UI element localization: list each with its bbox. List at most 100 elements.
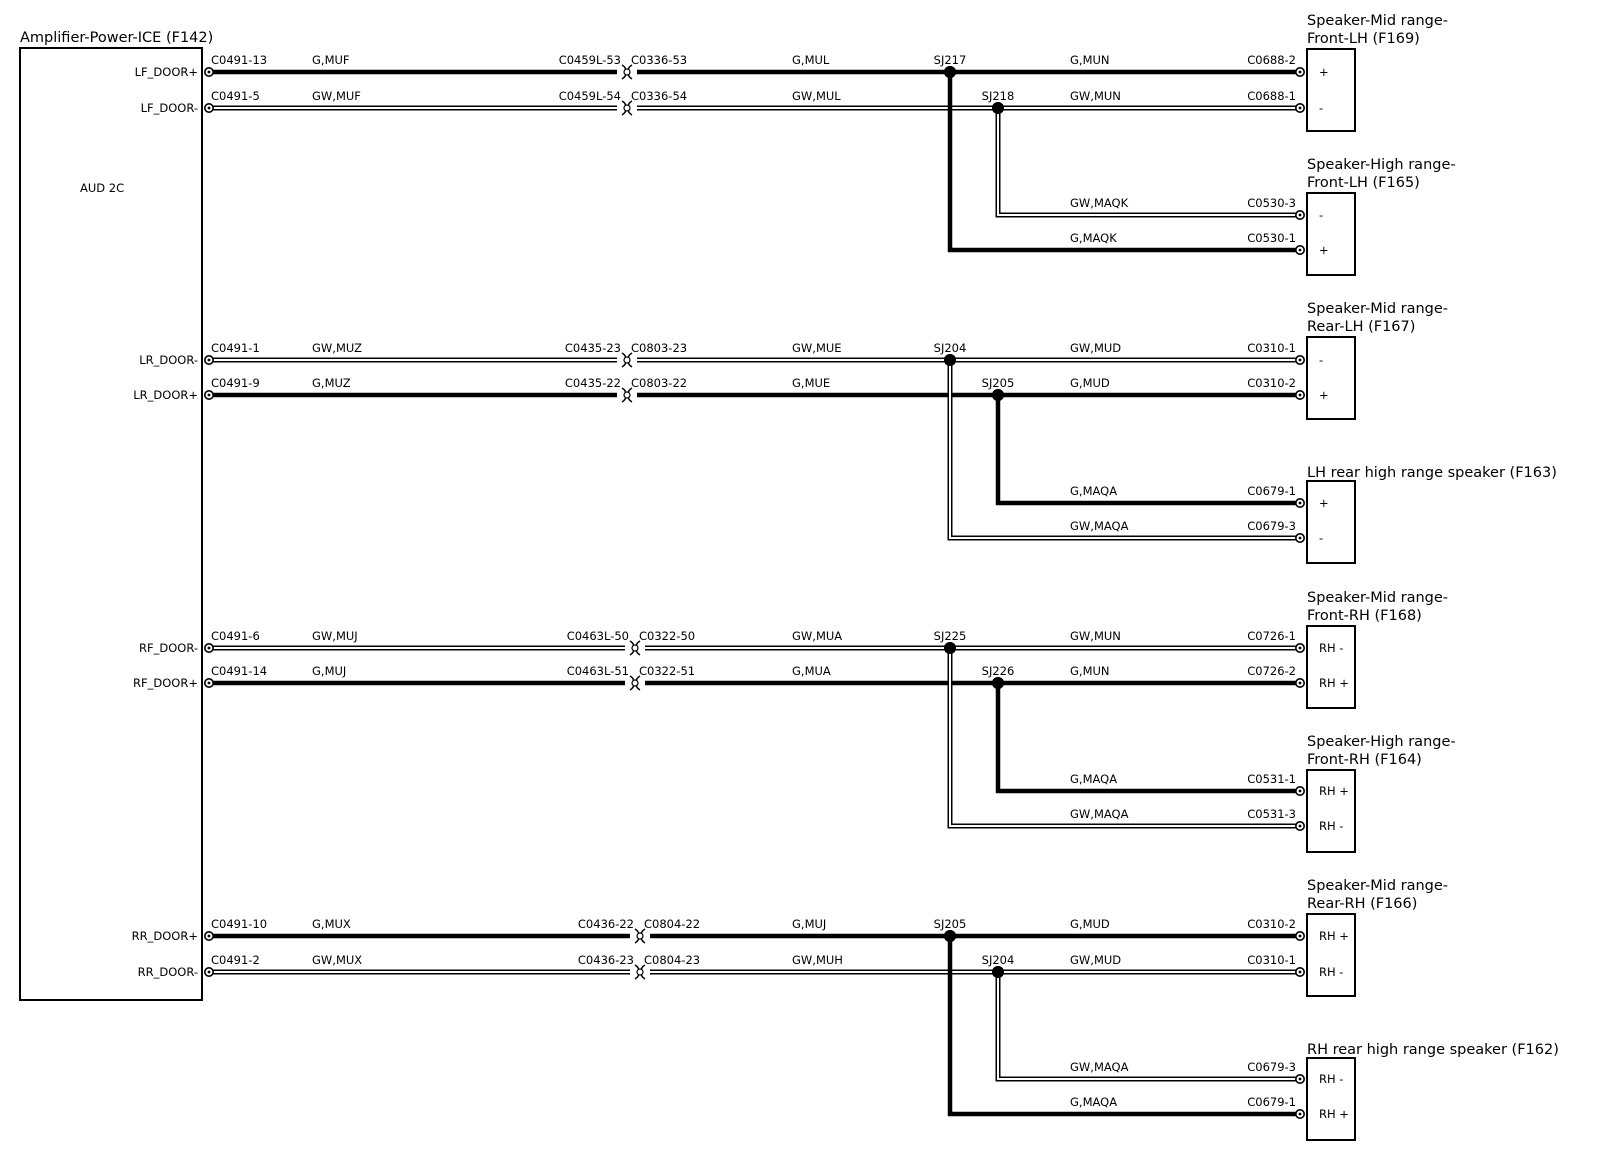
speaker-box (1306, 625, 1356, 709)
amplifier-box (19, 47, 203, 1001)
amplifier-title: Amplifier-Power-ICE (F142) (20, 30, 213, 46)
speaker-terminal-branch-2-dot (1298, 501, 1302, 505)
inline-right-label: C0804-23 (644, 953, 700, 967)
splice-label: SJ205 (934, 917, 967, 931)
amp-pin-label: RF_DOOR+ (133, 676, 198, 690)
wire-from-pin: C0491-9 (211, 376, 260, 390)
inline-connector-4-pin (631, 644, 639, 652)
wire-color-2: GW,MUL (792, 89, 841, 103)
inline-connector-5-pin (631, 679, 639, 687)
speaker-title-line2: Rear-RH (F166) (1307, 896, 1417, 912)
wire-from-pin: C0491-1 (211, 341, 260, 355)
wire-color-2: G,MUL (792, 53, 830, 67)
inline-left-label: C0436-23 (578, 953, 634, 967)
inline-right-label: C0803-23 (631, 341, 687, 355)
wire-from-pin: C0491-14 (211, 664, 267, 678)
amp-pin-label: RF_DOOR- (139, 641, 198, 655)
speaker-title-line2: Front-LH (F169) (1307, 31, 1420, 47)
speaker-title-line1: Speaker-High range- (1307, 157, 1456, 173)
splice-label: SJ205 (982, 376, 1015, 390)
speaker-box (1306, 192, 1356, 276)
wire-color-3: G,MUN (1070, 664, 1110, 678)
splice-label: SJ217 (934, 53, 967, 67)
speaker-layer: Speaker-Mid range-Front-LH (F169)+-Speak… (1306, 13, 1559, 1141)
inline-right-label: C0336-53 (631, 53, 687, 67)
inline-right-label: C0336-54 (631, 89, 687, 103)
speaker-title-line2: Front-RH (F168) (1307, 608, 1422, 624)
inline-left-label: C0459L-53 (559, 53, 621, 67)
speaker-terminal-main-2-dot (1298, 358, 1302, 362)
wire-color-3: GW,MUD (1070, 341, 1121, 355)
splice-top-0 (944, 66, 956, 78)
branch-color-label: G,MAQA (1070, 484, 1117, 498)
branch-color-label: GW,MAQA (1070, 519, 1129, 533)
branch-end-pin: C0679-1 (1247, 1095, 1296, 1109)
wire-color-3: GW,MUN (1070, 89, 1121, 103)
speaker-box (1306, 1057, 1356, 1141)
inline-right-label: C0322-50 (639, 629, 695, 643)
inline-left-label: C0436-22 (578, 917, 634, 931)
wire-color-3: G,MUD (1070, 376, 1110, 390)
speaker-title-line1: Speaker-High range- (1307, 734, 1456, 750)
speaker-box (1306, 769, 1356, 853)
branch-color-label: G,MAQK (1070, 231, 1117, 245)
speaker-component-0: Speaker-Mid range-Front-LH (F169)+- (1306, 13, 1448, 132)
speaker-pin-label: RH + (1319, 929, 1349, 943)
wire-color-1: GW,MUZ (312, 341, 362, 355)
inline-connector-2-pin (623, 356, 631, 364)
wire-color-2: G,MUA (792, 664, 831, 678)
wire-end-pin: C0310-2 (1247, 917, 1296, 931)
speaker-pin-label: RH - (1319, 1072, 1343, 1086)
amp-pin-label: RR_DOOR- (138, 965, 198, 979)
speaker-title-line2: Front-RH (F164) (1307, 752, 1422, 768)
speaker-pin-label: RH + (1319, 676, 1349, 690)
inline-left-label: C0435-22 (565, 376, 621, 390)
speaker-terminal-main-7-dot (1298, 970, 1302, 974)
amp-terminal-0-dot (207, 70, 211, 74)
wire-end-pin: C0688-1 (1247, 89, 1296, 103)
speaker-box (1306, 336, 1356, 420)
wire-color-1: GW,MUF (312, 89, 361, 103)
speaker-pin-label: + (1319, 388, 1329, 402)
wire-color-2: GW,MUH (792, 953, 843, 967)
speaker-pin-label: - (1319, 101, 1323, 115)
amp-pin-label: LR_DOOR- (139, 353, 198, 367)
speaker-pin-label: + (1319, 65, 1329, 79)
inline-left-label: C0435-23 (565, 341, 621, 355)
wire-color-1: G,MUX (312, 917, 351, 931)
wire-color-2: G,MUE (792, 376, 830, 390)
inline-connector-7-pin (636, 968, 644, 976)
branch-end-pin: C0531-3 (1247, 807, 1296, 821)
wire-end-pin: C0310-2 (1247, 376, 1296, 390)
inline-right-label: C0804-22 (644, 917, 700, 931)
wire-from-pin: C0491-2 (211, 953, 260, 967)
splice-top-5 (992, 677, 1004, 689)
speaker-pin-label: - (1319, 353, 1323, 367)
splice-top-4 (944, 642, 956, 654)
branch-color-label: GW,MAQK (1070, 196, 1129, 210)
inline-connector-1-pin (623, 104, 631, 112)
wire-from-pin: C0491-5 (211, 89, 260, 103)
inline-left-label: C0463L-50 (567, 629, 629, 643)
speaker-terminal-branch-0-dot (1298, 213, 1302, 217)
amp-terminal-2-dot (207, 358, 211, 362)
speaker-pin-label: RH - (1319, 965, 1343, 979)
wire-end-pin: C0726-2 (1247, 664, 1296, 678)
inline-left-label: C0463L-51 (567, 664, 629, 678)
speaker-terminal-main-5-dot (1298, 681, 1302, 685)
branch-end-pin: C0679-3 (1247, 1060, 1296, 1074)
speaker-terminal-branch-4-dot (1298, 789, 1302, 793)
splice-top-3 (992, 389, 1004, 401)
amp-pin-label: LF_DOOR+ (135, 65, 198, 79)
splice-top-1 (992, 102, 1004, 114)
wire-color-3: G,MUN (1070, 53, 1110, 67)
speaker-box (1306, 913, 1356, 997)
branch-end-pin: C0679-1 (1247, 484, 1296, 498)
branch-wire-4 (995, 683, 1300, 794)
speaker-component-4: Speaker-Mid range-Front-RH (F168)RH -RH … (1306, 590, 1448, 709)
speaker-pin-label: + (1319, 496, 1329, 510)
speaker-component-2: Speaker-Mid range-Rear-LH (F167)-+ (1306, 301, 1448, 420)
amplifier-inner-label: AUD 2C (80, 181, 124, 195)
